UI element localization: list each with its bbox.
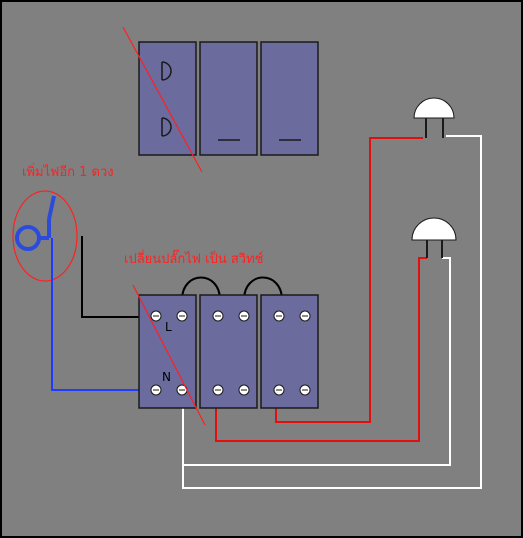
original-switch-box bbox=[122, 26, 319, 173]
change-plug-note: เปลี่ยนปลั๊กไฟ เป็น สวิทช์ bbox=[124, 249, 264, 267]
return-wire-lamp-2 bbox=[183, 257, 451, 466]
cross-out-line bbox=[122, 26, 203, 173]
terminal-screw bbox=[212, 310, 224, 322]
live-wire bbox=[81, 236, 156, 318]
cross-out-line bbox=[132, 284, 206, 426]
original-panel-socket bbox=[138, 41, 197, 156]
terminal-screw bbox=[299, 384, 311, 396]
switched-wire-lamp-1 bbox=[275, 137, 423, 423]
return-wire-lamp-1 bbox=[182, 135, 482, 489]
ceiling-lamp-icon bbox=[411, 217, 457, 258]
terminal-screw bbox=[238, 310, 250, 322]
terminal-screw bbox=[238, 384, 250, 396]
neutral-wire bbox=[51, 238, 156, 391]
terminal-screws bbox=[150, 310, 311, 396]
terminal-screw bbox=[176, 310, 188, 322]
new-switch-box bbox=[138, 294, 319, 409]
live-terminal-label: L bbox=[165, 320, 172, 334]
added-lamp-circle bbox=[12, 190, 78, 282]
ceiling-lamp-icon bbox=[413, 97, 455, 138]
original-panel-switch-1 bbox=[199, 41, 258, 156]
terminal-screw bbox=[150, 384, 162, 396]
wall-lamp-icon bbox=[15, 195, 56, 251]
terminal-screw bbox=[273, 310, 285, 322]
terminal-screw bbox=[212, 384, 224, 396]
switched-wire-lamp-2 bbox=[215, 257, 427, 442]
original-panel-switch-2 bbox=[260, 41, 319, 156]
terminal-screw bbox=[150, 310, 162, 322]
socket-icon bbox=[161, 61, 172, 81]
socket-icon bbox=[161, 117, 172, 137]
terminal-screw bbox=[273, 384, 285, 396]
terminal-screw bbox=[299, 310, 311, 322]
add-light-note: เพิ่มไฟอีก 1 ดวง bbox=[22, 163, 114, 180]
neutral-terminal-label: N bbox=[162, 370, 171, 384]
